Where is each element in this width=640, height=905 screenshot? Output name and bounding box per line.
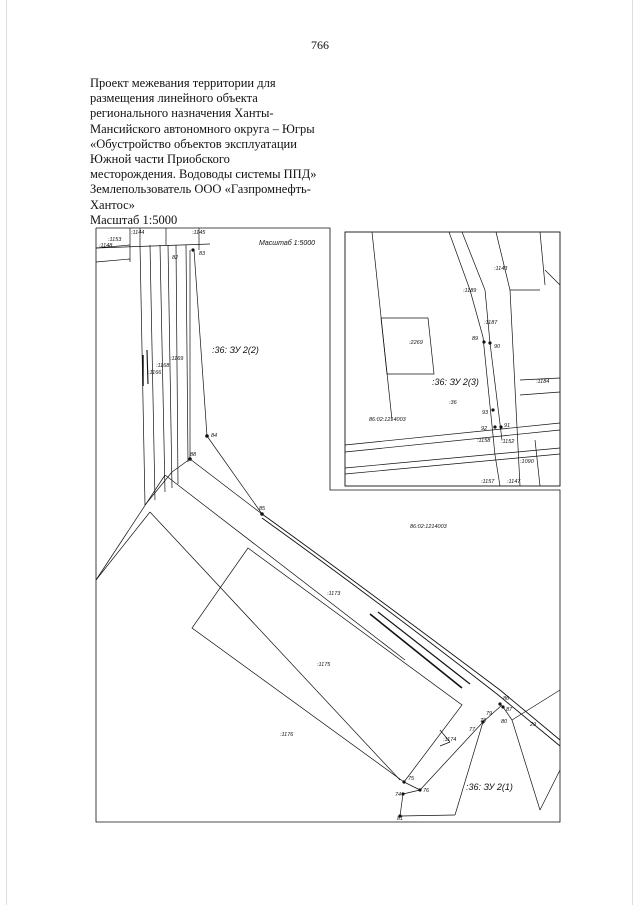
parcel-label: :1173 <box>327 591 341 597</box>
title-line: Хантос» <box>90 197 135 212</box>
title-line: «Обустройство объектов эксплуатации <box>90 136 297 151</box>
parcel-label: :1152 <box>501 439 514 445</box>
parcel-label: :1187 <box>484 320 498 326</box>
point-label: 75 <box>408 776 415 782</box>
point-label: 85 <box>259 506 266 512</box>
parcel-label: :1166 <box>148 370 162 376</box>
inset-point-markers <box>482 340 503 429</box>
parcel-label: :1090 <box>520 459 535 465</box>
parcel-label: :1174 <box>443 737 456 743</box>
point-label: 90 <box>494 344 501 350</box>
inset-quarter-label: 86:02:1214003 <box>369 417 407 423</box>
main-point-markers <box>188 248 505 818</box>
title-line: Проект межевания территории для <box>90 76 276 90</box>
parcel-label: :1145 <box>192 230 206 236</box>
scale-line: Масштаб 1:5000 <box>90 212 178 227</box>
point-label: 29 <box>529 722 536 728</box>
scan-edge-right <box>632 0 633 905</box>
point-label: 84 <box>211 433 217 439</box>
parcel-label: :1176 <box>280 732 294 738</box>
point-label: 79 <box>486 711 492 717</box>
point-label: 78 <box>480 718 487 724</box>
quarter-label: 86:02:1214003 <box>410 524 448 530</box>
parcel-label: :1157 <box>481 479 495 485</box>
title-block: Проект межевания территории для размещен… <box>90 76 350 228</box>
main-map-labels: Масштаб 1:5000 :36: ЗУ 2(2) :36: ЗУ 2(1)… <box>99 230 536 822</box>
parcel-label: :1184 <box>536 379 549 385</box>
scan-edge-left <box>6 0 7 905</box>
page-number: 766 <box>311 38 329 52</box>
zone-label-2-1: :36: ЗУ 2(1) <box>466 782 513 792</box>
parcel-label: :1169 <box>170 356 183 362</box>
point-label: 93 <box>482 410 489 416</box>
point-label: 92 <box>481 426 487 432</box>
title-line: регионального назначения Ханты- <box>90 106 274 121</box>
parcel-label: :2269 <box>409 340 423 346</box>
title-line: месторождения. Водоводы системы ППД» <box>90 167 317 182</box>
map-frame <box>95 227 561 823</box>
point-label: 83 <box>199 251 206 257</box>
point-label: 74 <box>395 792 401 798</box>
parcel-label: :1143 <box>494 266 508 272</box>
parcel-label: :1148 <box>99 243 113 249</box>
title-line: Землепользователь ООО «Газпромнефть- <box>90 182 311 197</box>
parcel-label: :1144 <box>131 230 144 236</box>
point-label: 88 <box>190 452 197 458</box>
point-label: 80 <box>501 719 508 725</box>
point-label: 89 <box>472 336 478 342</box>
point-label: 77 <box>469 727 476 733</box>
point-label: 76 <box>423 788 430 794</box>
parcel-label: :1147 <box>507 479 521 485</box>
parcel-label: :1175 <box>317 662 331 668</box>
point-label: 82 <box>172 255 178 261</box>
point-label: 87 <box>506 707 513 713</box>
parcel-label: :1153 <box>108 237 122 243</box>
point-label: 81 <box>397 816 403 822</box>
point-label: 91 <box>504 423 510 429</box>
inset-map-labels: :36: ЗУ 2(3) 86:02:1214003 :1143 :1189 :… <box>369 266 549 485</box>
main-linework <box>95 228 561 817</box>
parcel-label: :1168 <box>156 363 170 369</box>
parcel-label: :1158 <box>477 438 491 444</box>
zone-label-2-2: :36: ЗУ 2(2) <box>212 345 259 355</box>
title-line: Мансийского автономного округа – Югры <box>90 121 315 136</box>
scale-label: Масштаб 1:5000 <box>259 239 315 247</box>
parcel-label: :1189 <box>463 288 476 294</box>
title-line: Южной части Приобского <box>90 152 230 167</box>
parcel-label: :36 <box>449 400 458 406</box>
point-label: 86 <box>503 696 510 702</box>
inset-zone-label: :36: ЗУ 2(3) <box>432 377 479 387</box>
inset-linework <box>344 231 561 487</box>
title-line: размещения линейного объекта <box>90 91 258 106</box>
